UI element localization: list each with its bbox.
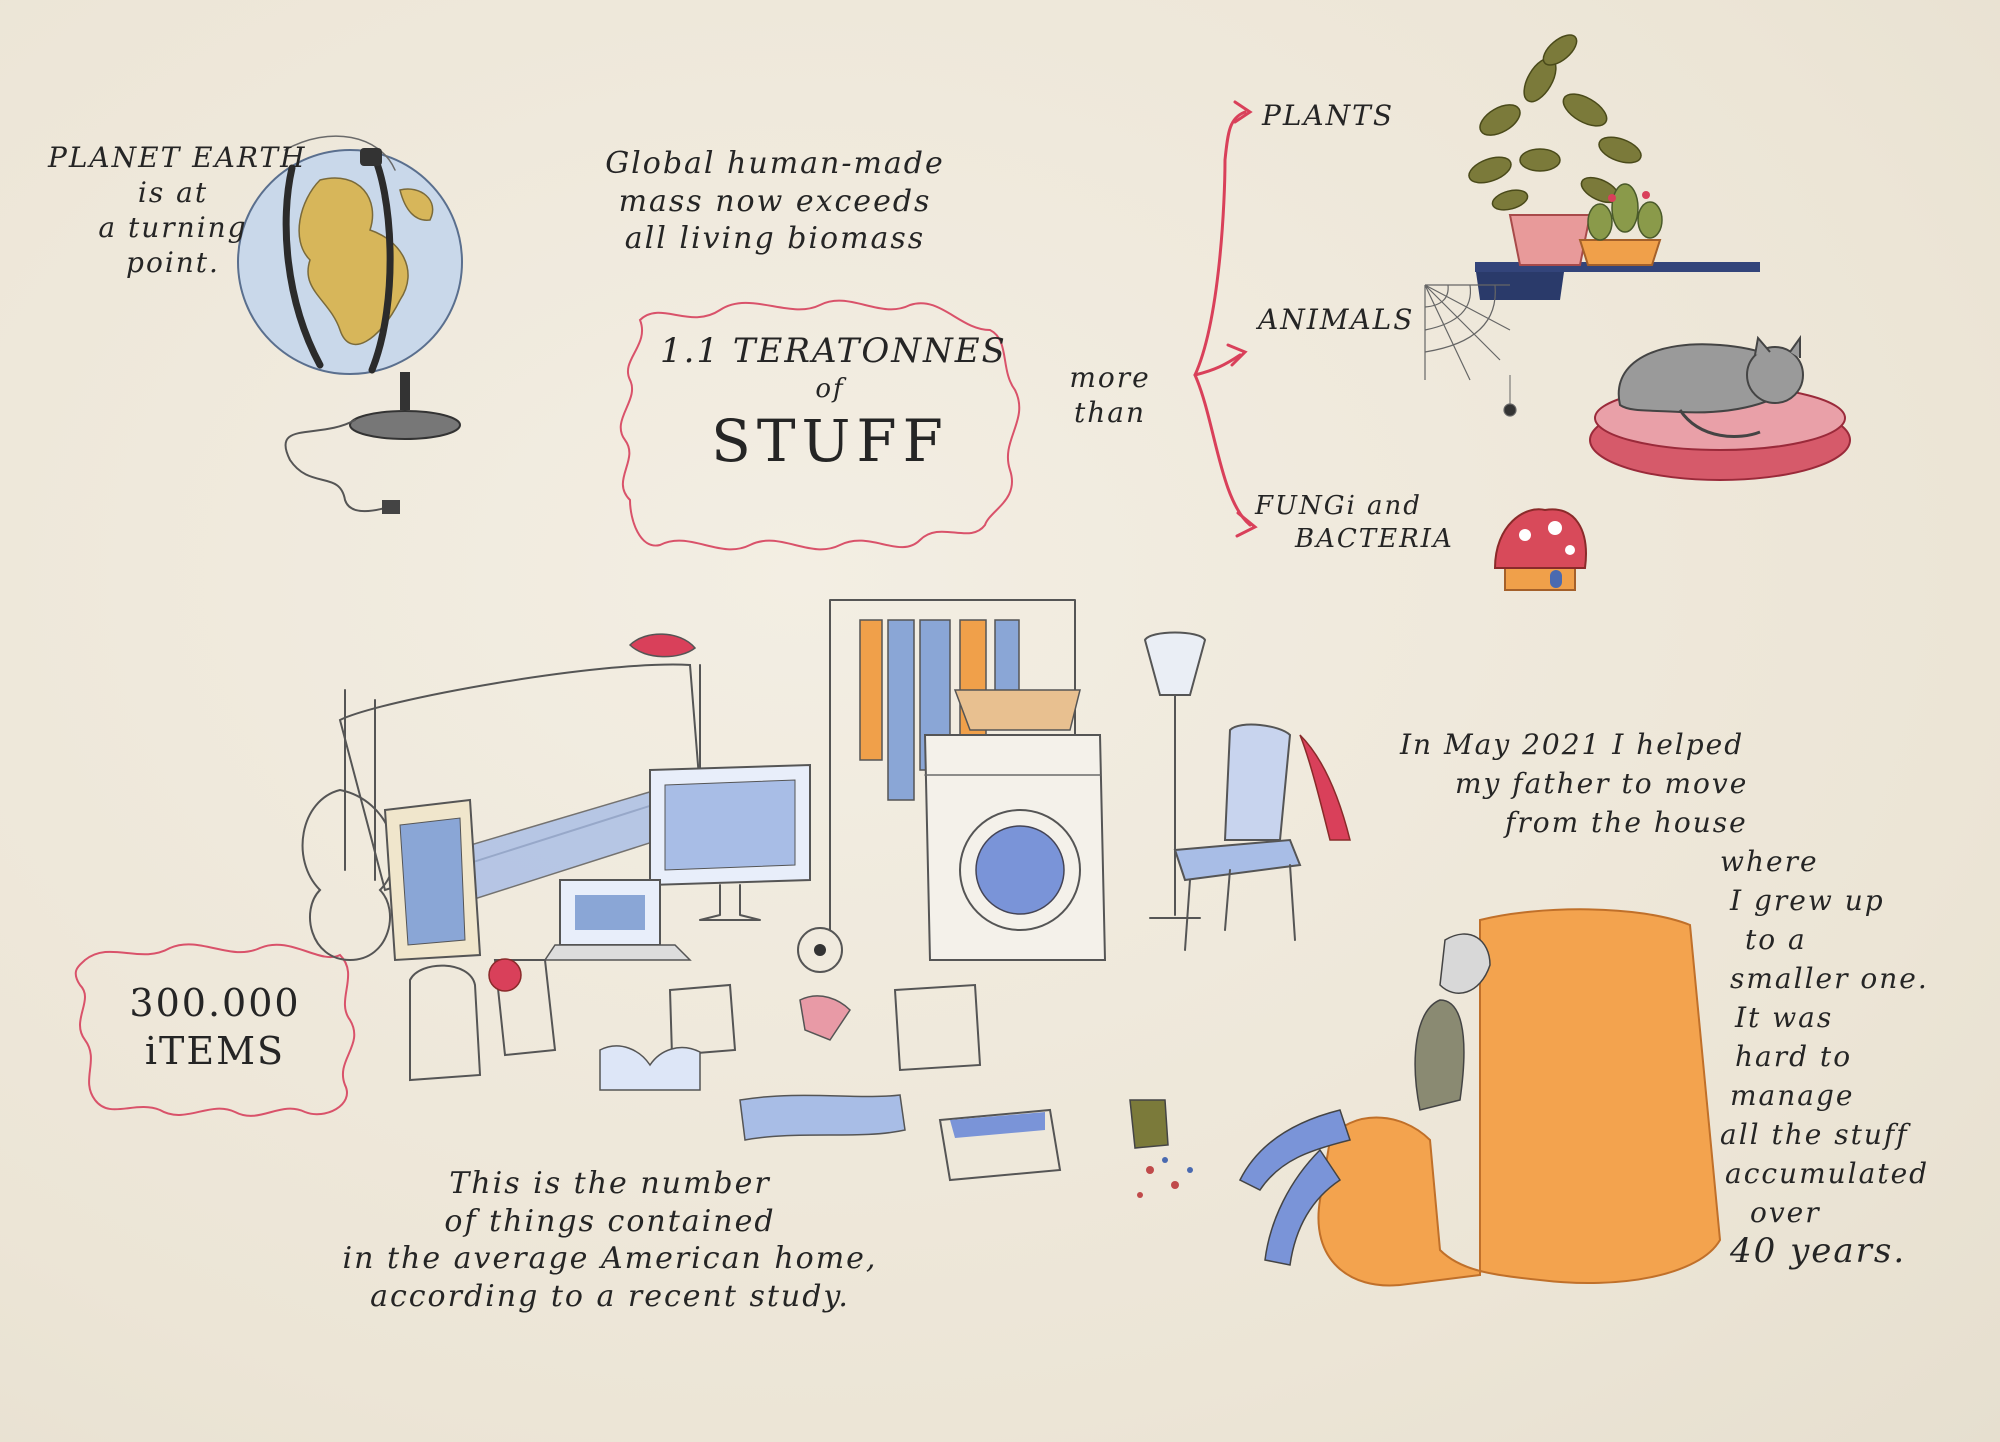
planet-earth-text: PLANET EARTH is at a turning point. xyxy=(48,140,307,280)
mushroom-house-icon xyxy=(1493,508,1587,591)
more-than-text: more than xyxy=(1045,360,1175,430)
story-text: In May 2021 I helped my father to move f… xyxy=(1400,725,1929,1271)
teratonnes-text: 1.1 TERATONNES of STUFF xyxy=(660,330,1007,478)
global-mass-text: Global human-made mass now exceeds all l… xyxy=(540,145,1010,258)
monitor xyxy=(649,763,811,921)
text-line: Global human-made xyxy=(605,146,945,181)
text-line: accumulated xyxy=(1725,1157,1930,1190)
plants-drawing xyxy=(1468,34,1760,300)
animals-label: ANIMALS xyxy=(1258,303,1415,336)
stuff-line: STUFF xyxy=(711,407,949,475)
items-count-text: 300.000 iTEMS xyxy=(90,980,340,1075)
text-line: This is the number xyxy=(449,1166,771,1201)
text-line: a turning xyxy=(98,211,248,244)
washing-machine xyxy=(923,734,1107,961)
clothes-rack xyxy=(829,599,1081,931)
text-line: smaller one. xyxy=(1730,962,1929,995)
items-burst xyxy=(74,943,356,1117)
text-line: where xyxy=(1720,845,1819,878)
floor-lamp xyxy=(1143,631,1207,919)
text-line: BACTERIA xyxy=(1295,523,1454,554)
mirror xyxy=(383,798,482,962)
books-and-clothes xyxy=(599,927,1062,1182)
laptop xyxy=(543,879,692,961)
text-line: It was xyxy=(1735,1001,1834,1034)
text-line: than xyxy=(1073,396,1146,429)
text-line: I grew up xyxy=(1730,884,1885,917)
teratonnes-line: 1.1 TERATONNES xyxy=(660,331,1007,371)
text-line: hard to xyxy=(1735,1040,1853,1073)
text-line: FUNGi and xyxy=(1255,491,1422,521)
text-line: mass now exceeds xyxy=(618,183,932,219)
text-line: 300.000 xyxy=(129,981,301,1025)
sofa xyxy=(338,633,702,911)
text-line: is at xyxy=(137,176,209,209)
branch-arrows xyxy=(1193,100,1258,538)
text-line: all the stuff xyxy=(1720,1118,1909,1151)
chair xyxy=(1173,723,1351,951)
backpack xyxy=(409,958,557,1082)
text-line: manage xyxy=(1730,1079,1855,1112)
text-line: according to a recent study. xyxy=(370,1278,850,1314)
text-line: all living biomass xyxy=(624,221,926,256)
text-line: over xyxy=(1750,1196,1821,1229)
text-line: point. xyxy=(126,246,220,279)
average-home-text: This is the number of things contained i… xyxy=(300,1165,920,1315)
globe-icon xyxy=(237,135,463,514)
text-line: more xyxy=(1069,361,1151,394)
text-line: PLANET EARTH xyxy=(48,141,307,174)
of-line: of xyxy=(815,373,845,404)
guitar xyxy=(301,689,396,962)
plants-label: PLANTS xyxy=(1262,99,1395,132)
text-line: to a xyxy=(1745,923,1807,956)
text-line: iTEMS xyxy=(144,1028,286,1073)
text-line: In May 2021 I helped xyxy=(1400,728,1745,761)
text-line: 40 years. xyxy=(1730,1231,1907,1271)
text-line: from the house xyxy=(1505,806,1748,839)
text-line: of things contained xyxy=(444,1203,776,1239)
armchair-person xyxy=(1129,908,1722,1287)
text-line: my father to move xyxy=(1455,767,1749,800)
spider-web-icon xyxy=(1424,284,1517,417)
text-line: in the average American home, xyxy=(342,1241,878,1276)
fungi-label: FUNGi and BACTERIA xyxy=(1255,490,1454,555)
cat-drawing xyxy=(1589,334,1851,481)
teratonnes-burst xyxy=(619,299,1021,551)
